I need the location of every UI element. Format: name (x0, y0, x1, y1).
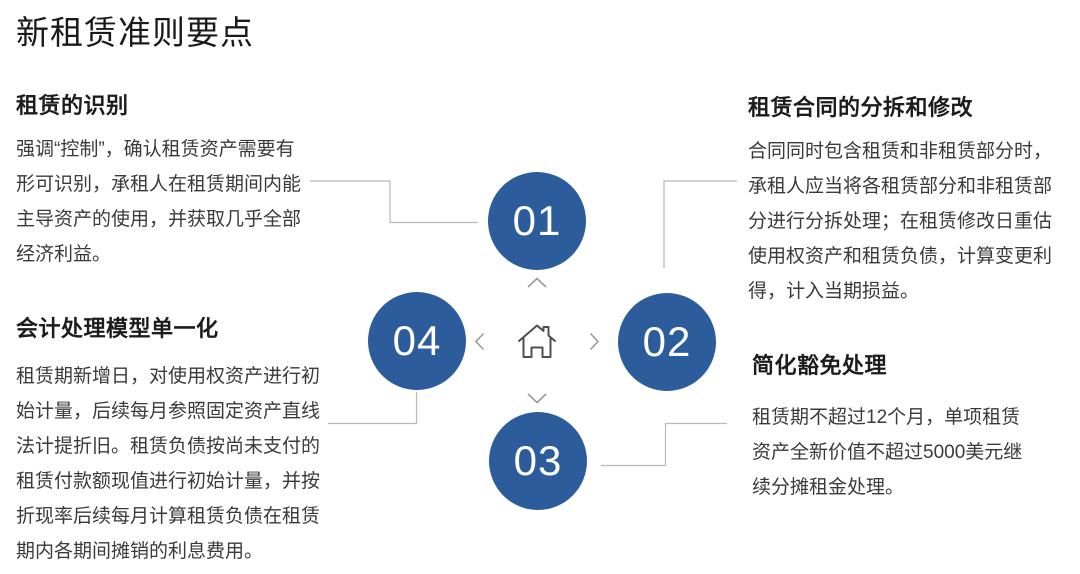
step-number: 03 (513, 437, 563, 484)
home-icon (518, 324, 556, 358)
chevron-down-icon (527, 393, 547, 404)
section-heading: 租赁的识别 (16, 93, 129, 118)
home-walls-door (522, 337, 552, 358)
step-circle-03: 03 (489, 412, 587, 510)
section-contract-split-modification: 租赁合同的分拆和修改 合同同时包含租赁和非租赁部分时，承租人应当将各租赁部分和非… (748, 94, 1064, 309)
step-number: 01 (512, 197, 562, 244)
section-heading: 租赁合同的分拆和修改 (748, 95, 974, 120)
section-body: 合同同时包含租赁和非租赁部分时，承租人应当将各租赁部分和非租赁部分进行分拆处理；… (748, 141, 1053, 302)
section-heading: 简化豁免处理 (752, 353, 888, 378)
step-circle-01: 01 (488, 172, 586, 270)
connector-line-03 (601, 422, 727, 467)
connector-line-02 (663, 180, 737, 268)
connector-line-01 (310, 180, 478, 224)
section-accounting-model: 会计处理模型单一化 租赁期新增日，对使用权资产进行初始计量，后续每月参照固定资产… (16, 315, 328, 569)
home-roof-chimney (518, 324, 556, 342)
chevron-left-icon (474, 332, 485, 351)
section-simplified-exemption: 简化豁免处理 租赁期不超过12个月，单项租赁资产全新价值不超过5000美元继续分… (752, 352, 1034, 505)
step-circle-02: 02 (618, 293, 716, 391)
chevron-right-icon (589, 332, 600, 351)
section-body: 租赁期新增日，对使用权资产进行初始计量，后续每月参照固定资产直线法计提折旧。租赁… (16, 366, 321, 562)
connector-line-04 (328, 392, 418, 425)
section-body: 租赁期不超过12个月，单项租赁资产全新价值不超过5000美元继续分摊租金处理。 (752, 407, 1023, 498)
section-heading: 会计处理模型单一化 (16, 316, 219, 341)
step-number: 04 (392, 317, 442, 364)
step-number: 02 (642, 318, 692, 365)
step-circle-04: 04 (368, 292, 466, 390)
chevron-up-icon (527, 277, 547, 288)
section-body: 强调“控制”，确认租赁资产需要有形可识别，承租人在租赁期间内能主导资产的使用，并… (16, 139, 302, 265)
page-title: 新租赁准则要点 (16, 14, 254, 51)
section-lease-identification: 租赁的识别 强调“控制”，确认租赁资产需要有形可识别，承租人在租赁期间内能主导资… (16, 92, 312, 272)
